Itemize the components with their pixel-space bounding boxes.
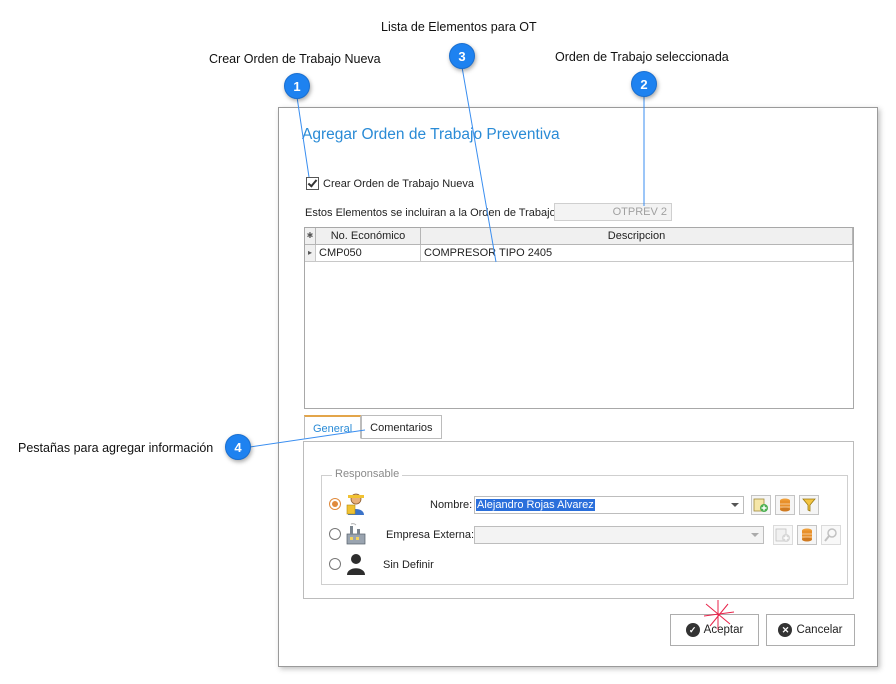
factory-icon xyxy=(346,523,366,545)
annotation-badge-4: 4 xyxy=(225,434,251,460)
company-search-button[interactable] xyxy=(821,525,841,545)
tab-general[interactable]: General xyxy=(304,415,362,439)
tab-strip: General Comentarios xyxy=(304,415,442,439)
annotation-badge-1: 1 xyxy=(284,73,310,99)
create-new-order-checkbox-row[interactable]: Crear Orden de Trabajo Nueva xyxy=(306,177,474,190)
search-icon xyxy=(824,528,837,542)
general-tab-panel: Responsable Nombre: Alejandro Rojas Alva… xyxy=(303,441,854,599)
cell-descripcion[interactable]: COMPRESOR TIPO 2405 xyxy=(421,245,853,262)
accept-button[interactable]: ✓ Aceptar xyxy=(670,614,759,646)
create-new-order-label: Crear Orden de Trabajo Nueva xyxy=(323,177,475,190)
filter-icon xyxy=(802,498,816,512)
cell-no-economico[interactable]: CMP050 xyxy=(316,245,421,262)
sin-definir-label: Sin Definir xyxy=(383,559,434,571)
radio-sin-definir[interactable] xyxy=(329,558,341,570)
check-icon: ✓ xyxy=(685,623,700,637)
nombre-label: Nombre: xyxy=(430,499,473,511)
annotation-label-2: Orden de Trabajo seleccionada xyxy=(555,50,729,64)
person-silhouette-icon xyxy=(347,554,365,575)
close-icon: ✕ xyxy=(778,623,793,637)
responsable-group-title: Responsable xyxy=(332,468,403,480)
annotation-badge-3: 3 xyxy=(449,43,475,69)
responsable-group: Responsable Nombre: Alejandro Rojas Alva… xyxy=(321,468,848,585)
user-worker-icon xyxy=(346,493,364,515)
radio-empresa-externa[interactable] xyxy=(329,528,341,540)
chevron-down-icon[interactable] xyxy=(731,503,739,507)
cancel-button-label: Cancelar xyxy=(796,624,843,636)
database-icon xyxy=(780,498,790,512)
annotation-label-4: Pestañas para agregar información xyxy=(18,441,214,455)
nombre-selected-value: Alejandro Rojas Alvarez xyxy=(476,499,595,511)
create-new-order-checkbox[interactable] xyxy=(306,177,319,190)
grid-header: ✱ No. Económico Descripcion xyxy=(305,228,853,245)
row-indicator-icon: ▸ xyxy=(305,245,316,262)
chevron-down-icon[interactable] xyxy=(751,533,759,537)
database-icon xyxy=(802,528,812,542)
empresa-externa-combobox[interactable] xyxy=(474,526,764,544)
annotation-label-3: Lista de Elementos para OT xyxy=(381,20,537,34)
elements-grid[interactable]: ✱ No. Económico Descripcion ▸ CMP050 COM… xyxy=(304,227,854,409)
elements-included-label: Estos Elementos se incluiran a la Orden … xyxy=(305,207,559,219)
company-database-button[interactable] xyxy=(797,525,817,545)
tab-comentarios[interactable]: Comentarios xyxy=(361,415,442,439)
table-row[interactable]: ▸ CMP050 COMPRESOR TIPO 2405 xyxy=(305,245,853,262)
work-order-field: OTPREV 2 xyxy=(554,203,672,221)
radio-nombre[interactable] xyxy=(329,498,341,510)
accept-button-label: Aceptar xyxy=(703,624,744,636)
database-button[interactable] xyxy=(775,495,795,515)
add-company-button[interactable] xyxy=(773,525,793,545)
annotation-label-1: Crear Orden de Trabajo Nueva xyxy=(209,52,381,66)
annotation-badge-2: 2 xyxy=(631,71,657,97)
add-person-button[interactable] xyxy=(751,495,771,515)
column-header-descripcion[interactable]: Descripcion xyxy=(421,228,853,245)
column-header-no-economico[interactable]: No. Económico xyxy=(316,228,421,245)
empresa-externa-label: Empresa Externa: xyxy=(386,529,475,541)
cancel-button[interactable]: ✕ Cancelar xyxy=(766,614,855,646)
filter-button[interactable] xyxy=(799,495,819,515)
nombre-combobox[interactable]: Alejandro Rojas Alvarez xyxy=(474,496,744,514)
add-record-icon xyxy=(775,528,790,542)
add-work-order-dialog: Agregar Orden de Trabajo Preventiva Crea… xyxy=(278,107,878,667)
grid-header-marker: ✱ xyxy=(305,228,316,245)
dialog-title: Agregar Orden de Trabajo Preventiva xyxy=(302,126,560,143)
add-record-icon xyxy=(753,498,768,512)
